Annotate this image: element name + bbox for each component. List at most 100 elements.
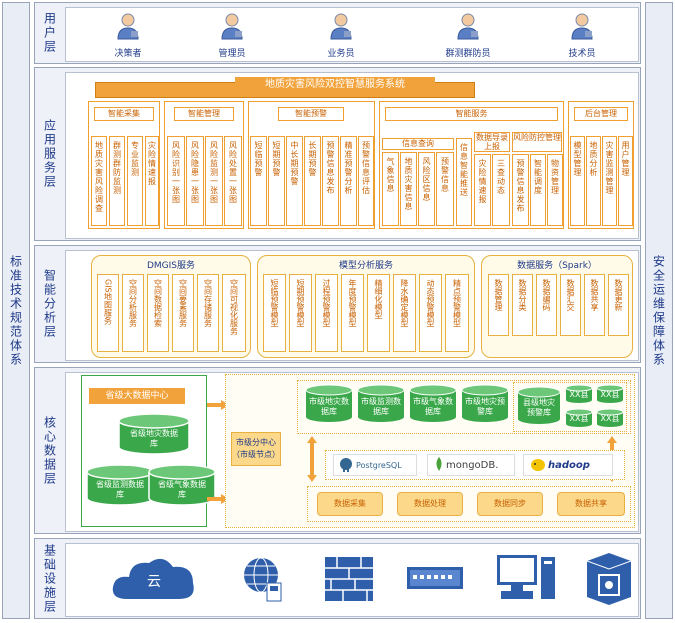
data-share-button[interactable]: 数据共享 bbox=[557, 492, 625, 516]
mongodb-leaf-icon bbox=[436, 457, 442, 471]
county-node: XX县 bbox=[596, 408, 624, 428]
user-label: 管理员 bbox=[218, 49, 246, 59]
app-subgroup-title: 信息查询 bbox=[382, 138, 454, 150]
app-layer-label: 应用服务层 bbox=[42, 119, 57, 189]
app-item: 短期预警 bbox=[268, 136, 285, 226]
app-item: 风险监测一张图 bbox=[205, 136, 223, 226]
cloud-icon bbox=[112, 558, 194, 599]
analysis-layer-label: 智能分析层 bbox=[42, 269, 57, 339]
right-security-pillar: 安全运维保障体系 bbox=[645, 2, 673, 619]
analysis-item: 降水确定模型 bbox=[393, 274, 416, 352]
user-business: 业务员 bbox=[301, 12, 381, 59]
app-item: 地质分析 bbox=[586, 136, 601, 226]
computer-icon bbox=[497, 555, 555, 599]
user-layer-label: 用户层 bbox=[42, 12, 57, 54]
app-item: 地质灾害风险调查 bbox=[91, 136, 107, 226]
county-node: XX县 bbox=[565, 384, 593, 404]
system-title: 地质灾害风险双控智慧服务系统 bbox=[265, 79, 405, 90]
analysis-item: 空间存储服务 bbox=[197, 274, 219, 352]
app-item: 物资管理 bbox=[547, 154, 563, 226]
hadoop-label: hadoop bbox=[548, 459, 590, 471]
app-item: 群测群防监测 bbox=[109, 136, 125, 226]
postgresql-elephant-icon bbox=[340, 458, 352, 472]
province-db-disaster: 省级地灾数据库 bbox=[117, 413, 191, 455]
analysis-layer: 智能分析层 DMGIS服务 GIS地图服务 空间分析服务 空间数据检索 空间要素… bbox=[34, 245, 641, 363]
user-icon bbox=[571, 13, 593, 40]
app-item: 风险隐患一张图 bbox=[186, 136, 204, 226]
user-label: 群测群防员 bbox=[445, 49, 491, 59]
analysis-item: GIS地图服务 bbox=[97, 274, 119, 352]
user-label: 业务员 bbox=[327, 49, 355, 59]
city-center-label: 市级分中心（市级节点） bbox=[231, 432, 281, 466]
user-layer-panel: 决策者 管理员 业务员 群测群防员 技术员 bbox=[65, 7, 639, 62]
analysis-item: 年度预警模型 bbox=[341, 274, 364, 352]
analysis-group-title: DMGIS服务 bbox=[146, 261, 196, 271]
app-item: 预警信息发布 bbox=[322, 136, 339, 226]
data-process-button[interactable]: 数据处理 bbox=[397, 492, 463, 516]
app-item: 精准预警分析 bbox=[340, 136, 357, 226]
province-db-weather: 省级气象数据库 bbox=[147, 464, 217, 506]
analysis-item: 数据分类 bbox=[512, 274, 533, 336]
analysis-item: 数据管理 bbox=[488, 274, 509, 336]
county-db-warning: 县级地灾预警库 bbox=[517, 386, 561, 426]
sync-arrow-top bbox=[207, 400, 229, 410]
city-db-weather: 市级气象数据库 bbox=[409, 384, 457, 424]
app-item: 气象信息 bbox=[382, 152, 399, 226]
county-node: XX县 bbox=[596, 384, 624, 404]
postgresql-label: PostgreSQL bbox=[356, 460, 402, 470]
user-decision-maker: 决策者 bbox=[88, 12, 168, 59]
city-db-monitor: 市级监测数据库 bbox=[357, 384, 405, 424]
analysis-item: 动态预警模型 bbox=[419, 274, 442, 352]
city-db-disaster: 市级地灾数据库 bbox=[305, 384, 353, 424]
sync-arrow-bottom bbox=[207, 494, 229, 504]
app-group-title: 智能采集 bbox=[94, 107, 154, 121]
app-item: 风险处置一张图 bbox=[224, 136, 242, 226]
app-item: 灾险情速报 bbox=[145, 136, 159, 226]
app-item: 专业监测 bbox=[127, 136, 143, 226]
analysis-item: 数据编码 bbox=[536, 274, 557, 336]
app-group-title: 后台管理 bbox=[574, 107, 628, 121]
county-node: XX县 bbox=[565, 408, 593, 428]
hadoop-logo: hadoop bbox=[523, 454, 613, 476]
app-item: 风险识别一张图 bbox=[167, 136, 185, 226]
core-data-layer: 核心数据层 省级大数据中心 省级地灾数据库 省级监测数据库 省级气象数据库 市级… bbox=[34, 367, 641, 534]
user-label: 技术员 bbox=[568, 49, 596, 59]
analysis-item: 空间可视化服务 bbox=[222, 274, 246, 352]
analysis-item: 空间数据检索 bbox=[147, 274, 169, 352]
updown-arrow-left bbox=[307, 436, 317, 482]
app-item: 用户管理 bbox=[618, 136, 633, 226]
core-layer-label: 核心数据层 bbox=[42, 415, 57, 486]
analysis-item: 精点预警模型 bbox=[445, 274, 469, 352]
province-db-monitor: 省级监测数据库 bbox=[85, 464, 155, 506]
analysis-item: 数据汇交 bbox=[560, 274, 581, 336]
mongodb-logo: mongoDB. bbox=[427, 454, 515, 476]
user-technician: 技术员 bbox=[542, 12, 622, 59]
app-item: 预警信息评估 bbox=[358, 136, 374, 226]
infra-cloud: 云 bbox=[109, 551, 199, 609]
app-item: 灾险情速报 bbox=[474, 154, 491, 226]
app-group-title: 智能预警 bbox=[278, 107, 344, 121]
user-mass-monitor: 群测群防员 bbox=[428, 12, 508, 59]
county-cluster bbox=[513, 382, 627, 432]
user-icon bbox=[457, 13, 479, 40]
user-label: 决策者 bbox=[114, 49, 142, 59]
analysis-item: 数据共享 bbox=[584, 274, 605, 336]
city-db-warning: 市级地灾预警库 bbox=[461, 384, 509, 424]
right-pillar-label: 安全运维保障体系 bbox=[651, 254, 666, 367]
data-sync-button[interactable]: 数据同步 bbox=[477, 492, 543, 516]
app-item: 模型管理 bbox=[570, 136, 585, 226]
infra-layer-label: 基础设施层 bbox=[42, 543, 57, 614]
app-item: 智能调度 bbox=[530, 154, 546, 226]
infra-layer: 基础设施层 云 bbox=[34, 538, 641, 619]
analysis-item: 空间分析服务 bbox=[122, 274, 144, 352]
mongodb-label: mongoDB. bbox=[446, 459, 499, 471]
app-layer: 应用服务层 地质灾害风险双控智慧服务系统 智能采集 地质灾害风险调查 群测群防监… bbox=[34, 67, 641, 241]
postgresql-logo: PostgreSQL bbox=[333, 454, 417, 476]
user-icon bbox=[330, 13, 352, 40]
province-center-title: 省级大数据中心 bbox=[89, 388, 185, 404]
left-pillar-label: 标准技术规范体系 bbox=[8, 254, 23, 367]
analysis-item: 过程预警模型 bbox=[315, 274, 338, 352]
left-standards-pillar: 标准技术规范体系 bbox=[2, 2, 30, 619]
data-collect-button[interactable]: 数据采集 bbox=[317, 492, 383, 516]
app-group-title: 智能服务 bbox=[385, 107, 558, 121]
